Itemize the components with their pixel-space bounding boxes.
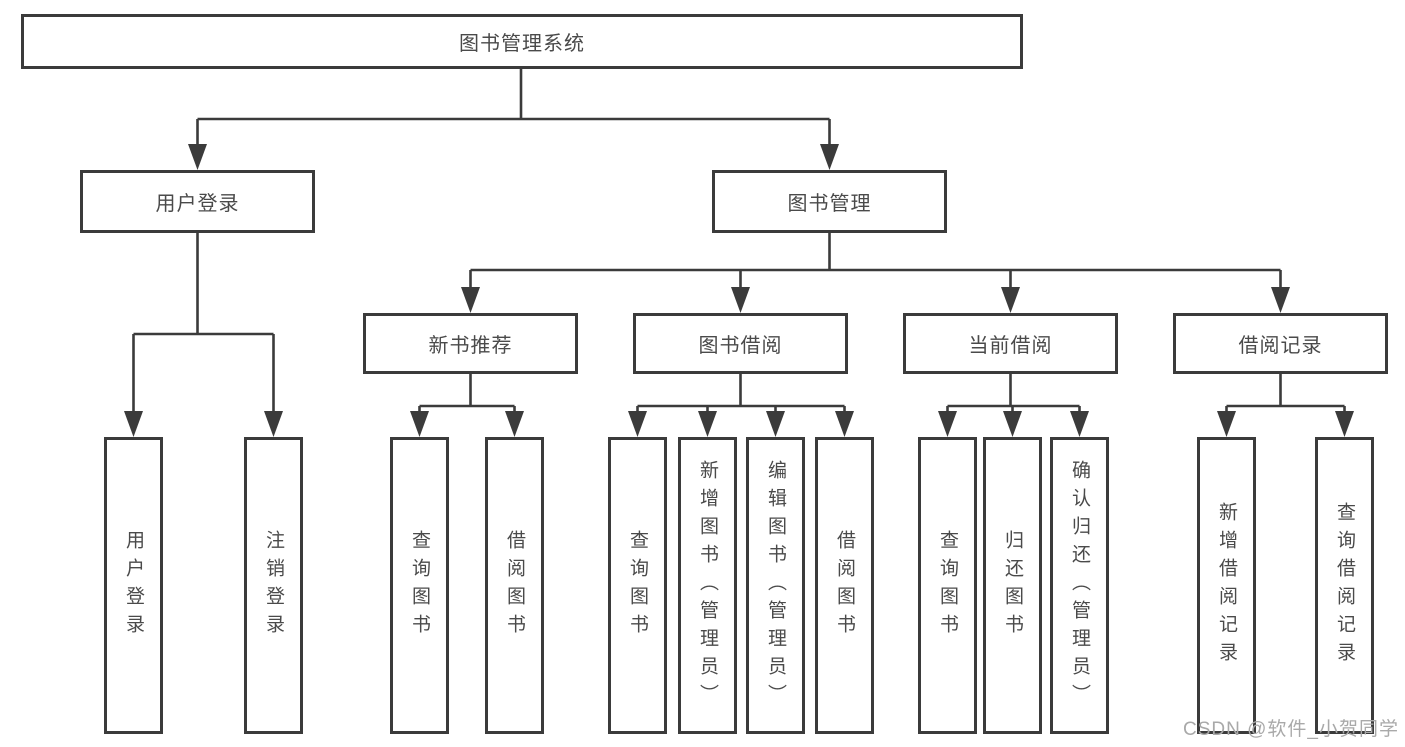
leaf-query-book-2: 查询图书: [608, 437, 667, 734]
node-borrow-record: 借阅记录: [1173, 313, 1388, 374]
connector-login-to-children: [124, 233, 283, 437]
csdn-watermark: CSDN @软件_小贺同学: [1183, 719, 1399, 740]
leaf-edit-book-admin: 编辑图书（管理员）: [746, 437, 805, 734]
node-new-book-recommend: 新书推荐: [363, 313, 578, 374]
node-root: 图书管理系统: [21, 14, 1023, 69]
arrowhead: [410, 411, 429, 437]
arrowhead: [505, 411, 524, 437]
connector-newbook-to-children: [410, 374, 524, 437]
leaf-add-borrow-record: 新增借阅记录: [1197, 437, 1256, 734]
arrowhead: [731, 287, 750, 313]
connector-record-to-children: [1217, 374, 1354, 437]
node-book-management: 图书管理: [712, 170, 947, 233]
node-book-borrow: 图书借阅: [633, 313, 848, 374]
node-current-borrow: 当前借阅: [903, 313, 1118, 374]
arrowhead: [628, 411, 647, 437]
connector-management-to-sections: [461, 233, 1290, 313]
connector-root-to-level2: [188, 69, 839, 170]
arrowhead: [766, 411, 785, 437]
leaf-logout: 注销登录: [244, 437, 303, 734]
leaf-return-book: 归还图书: [983, 437, 1042, 734]
arrowhead: [1335, 411, 1354, 437]
connector-current-to-children: [938, 374, 1089, 437]
arrowhead: [188, 144, 207, 170]
connector-borrow-to-children: [628, 374, 854, 437]
leaf-add-book-admin: 新增图书（管理员）: [678, 437, 737, 734]
node-user-login: 用户登录: [80, 170, 315, 233]
leaf-user-login: 用户登录: [104, 437, 163, 734]
arrowhead: [1217, 411, 1236, 437]
leaf-query-book-3: 查询图书: [918, 437, 977, 734]
leaf-borrow-book-1: 借阅图书: [485, 437, 544, 734]
arrowhead: [835, 411, 854, 437]
leaf-borrow-book-2: 借阅图书: [815, 437, 874, 734]
arrowhead: [264, 411, 283, 437]
arrowhead: [698, 411, 717, 437]
leaf-query-borrow-record: 查询借阅记录: [1315, 437, 1374, 734]
arrowhead: [461, 287, 480, 313]
arrowhead: [938, 411, 957, 437]
arrowhead: [1271, 287, 1290, 313]
arrowhead: [124, 411, 143, 437]
leaf-confirm-return-admin: 确认归还（管理员）: [1050, 437, 1109, 734]
arrowhead: [1070, 411, 1089, 437]
arrowhead: [1003, 411, 1022, 437]
arrowhead: [820, 144, 839, 170]
leaf-query-book-1: 查询图书: [390, 437, 449, 734]
arrowhead: [1001, 287, 1020, 313]
